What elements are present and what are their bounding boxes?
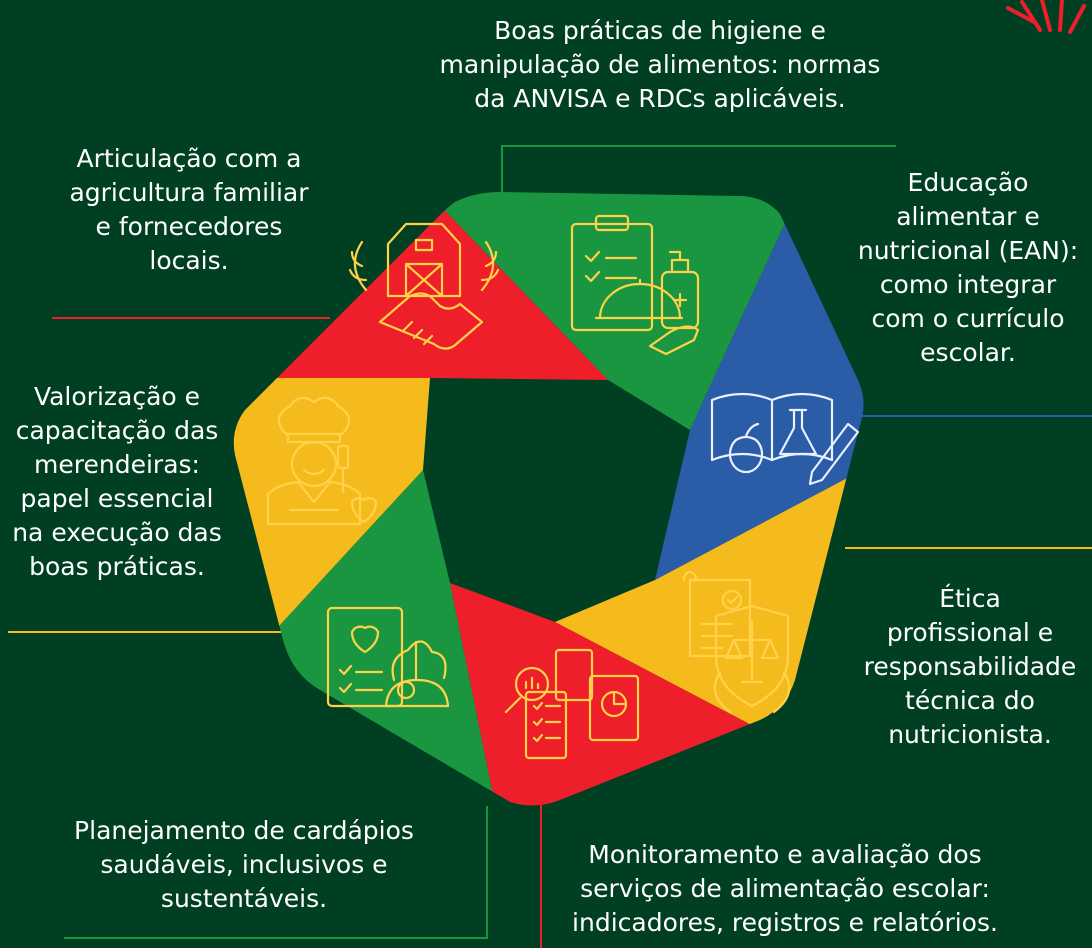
label-ean: Educação alimentar e nutricional (EAN): … — [857, 168, 1079, 367]
certificate-justice-shield-icon — [682, 570, 791, 714]
segment-higiene — [425, 192, 800, 430]
label-higiene: Boas práticas de higiene e manipulação d… — [439, 16, 881, 113]
label-cardapios: Planejamento de cardápios saudáveis, inc… — [74, 816, 414, 913]
clipboard-cloche-sanitizer-icon — [570, 214, 700, 356]
book-apple-flask-pencil-icon — [710, 392, 860, 486]
label-merendeiras: Valorização e capacitação das merendeira… — [12, 382, 222, 581]
menu-heart-salad-bowl-icon — [326, 606, 450, 708]
barn-handshake-wreath-icon — [348, 222, 500, 350]
connector-lines — [8, 145, 1092, 948]
connector-cardapios — [64, 806, 488, 939]
reports-magnifier-chart-icon — [504, 648, 640, 760]
label-etica: Ética profissional e responsabilidade té… — [863, 584, 1077, 749]
cook-chef-spatula-heart-icon — [266, 396, 378, 526]
label-agricultura: Articulação com a agricultura familiar e… — [69, 144, 309, 275]
connector-higiene — [501, 145, 896, 192]
corner-sunburst-decoration — [1006, 0, 1086, 34]
label-monitoramento: Monitoramento e avaliação dos serviços d… — [572, 840, 998, 937]
